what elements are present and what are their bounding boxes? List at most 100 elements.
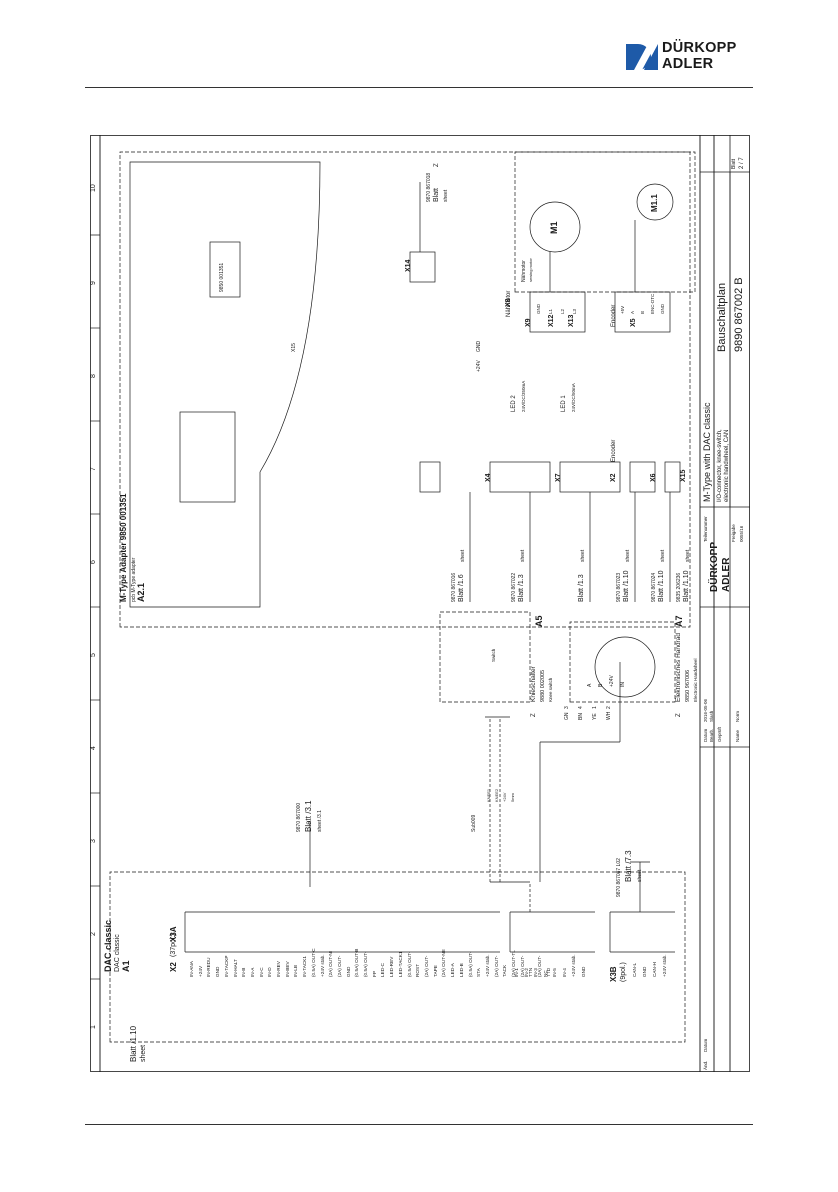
- x2-signal: (2A) OUT-TACK: [493, 955, 508, 977]
- x2-signal: GND: [215, 966, 221, 977]
- x2-signal: (0.5A) OUT-FP: [363, 951, 377, 977]
- a21-naehmotor: Nähmotor: [506, 290, 512, 317]
- a7-pin-label: A: [587, 683, 593, 687]
- cable-ref-ref: Blatt /1.3: [518, 574, 525, 602]
- a1-x3a: X3A: [169, 926, 178, 942]
- tb-subtitle3: electronic handwheel, CAN: [724, 429, 730, 502]
- tb-bearb-value: Slash: [709, 710, 714, 722]
- header-logo: DÜRKOPP ADLER: [624, 40, 784, 74]
- a21-x5-pins: +5V A B ENC-DTC GND: [618, 294, 668, 314]
- top-ref-sheet: sheet: [443, 189, 449, 202]
- x5-pin: B: [640, 310, 645, 314]
- x2-signal: IN-HALT: [232, 959, 238, 977]
- knee-pin: 5mm: [510, 793, 515, 802]
- a21-x6: X6: [650, 473, 657, 482]
- x2-signal: IN-A: [249, 967, 255, 977]
- a7-title: Elektronisches Handrad: [675, 632, 682, 702]
- a7-pin-num: 2: [606, 706, 612, 709]
- a1-tag: A1: [121, 960, 131, 972]
- x2-signal: IN-REDU: [206, 957, 212, 977]
- x2-signal: LED-C: [380, 962, 386, 977]
- tb-brand-line2: ADLER: [721, 557, 732, 592]
- tb-freigabe-value: 0055/16: [739, 525, 744, 542]
- a1-x3b-sub: (9pol.): [620, 962, 627, 982]
- x5-pin: GND: [660, 304, 665, 314]
- x3b-signal: GND: [642, 966, 647, 977]
- a21-x2: X2: [610, 473, 617, 482]
- a7-pin-label: IN: [620, 682, 626, 687]
- cable-ref-sheet: sheet: [660, 549, 666, 562]
- x2-signal: (2A) OUT-NE: [441, 949, 447, 977]
- a5-part: 9880 002005: [540, 669, 546, 702]
- x2-signal: IN-TACKP: [223, 955, 229, 977]
- schematic-lines: [90, 135, 750, 1072]
- a21-title: M-Type Adapter 9850 001351: [119, 493, 128, 603]
- a5-sub: Knee switch: [548, 677, 553, 702]
- x2-signal: (0.5A) OUT-ROST: [406, 951, 421, 977]
- grid-col-8: 8: [90, 374, 97, 378]
- x3b-signal: CAN-H: [652, 962, 657, 977]
- a7-part: 9850 967006: [685, 669, 691, 702]
- header-rule: [85, 87, 753, 88]
- a1-x3b-signal-list: CAN-L GND CAN-H +24V stab.: [630, 947, 670, 977]
- a21-led1-spec: 24V/DC/50mA: [571, 383, 576, 412]
- x3a-signal: NC: [542, 970, 548, 977]
- x9-pin: GND: [536, 304, 541, 314]
- a7-pin-num: 1: [592, 706, 598, 709]
- cable-ref-ref: Blatt /1.10: [623, 570, 630, 602]
- footer-rule: [85, 1124, 753, 1125]
- x3b-signal: +24V stab.: [662, 954, 667, 977]
- cable2-sheet: sheet: [637, 869, 643, 882]
- cable-ref-sheet: sheet: [520, 549, 526, 562]
- knee-pin-list: KNEE1 KNEE2 +24V 5mm: [485, 789, 517, 802]
- a7-pin-num: 3: [564, 706, 570, 709]
- x9-pin: L2: [560, 308, 565, 314]
- knee-pin: +24V: [502, 792, 507, 802]
- a21-x5: X5: [630, 318, 637, 327]
- tb-teile-label: Teilenummer: [703, 516, 708, 542]
- brand-line-1: DÜRKOPP: [662, 40, 737, 56]
- a1-x3b: X3B: [609, 966, 618, 982]
- grid-col-7: 7: [90, 467, 97, 471]
- a7-pin-label: B: [598, 683, 604, 687]
- knee-pin: KNEE1: [486, 788, 491, 802]
- top-ref-no: 9870 867018: [426, 172, 432, 202]
- schematic-landscape: 1 2 3 4 5 6 7 8 9 10 DAC classic DAC cla…: [90, 135, 750, 1072]
- a21-encoder: Encoder: [611, 304, 617, 327]
- a1-title: DAC classic: [103, 919, 113, 972]
- a7-pin-labels: A B +24V IN: [585, 675, 629, 687]
- x2-signal: IN-C: [258, 967, 264, 977]
- grid-col-10: 10: [90, 184, 97, 192]
- a21-led2-spec: 24V/DC/350mA: [521, 380, 526, 412]
- a1-x2: X2: [169, 962, 178, 972]
- grid-col-2: 2: [90, 932, 97, 936]
- cable-ref-sheet: sheet: [625, 549, 631, 562]
- a7-pin: BN: [578, 713, 584, 720]
- a7-sub: Electronic Handwheel: [693, 658, 698, 702]
- cable-ref-ref: Blatt /1.10: [658, 570, 665, 602]
- a21-x9-pins: GND L1 L2 L3: [533, 304, 581, 314]
- x2-signal: IN-ANA: [189, 961, 194, 977]
- x2-signal: LED-TACK1: [397, 951, 403, 977]
- x2-signal: IN-LB: [293, 965, 299, 977]
- a7-pin: WH: [606, 711, 612, 720]
- x5-pin: +5V: [620, 305, 625, 314]
- grid-col-9: 9: [90, 281, 97, 285]
- cable2-no: 9870 867087 L02: [616, 858, 622, 897]
- a21-x9: X9: [525, 318, 532, 327]
- x2-signal: IN-D: [267, 967, 273, 977]
- a21-x7: X7: [555, 473, 562, 482]
- cable-ref-ref: Blatt /1.3: [578, 574, 585, 602]
- x3a-signal: IN-5: [552, 968, 557, 977]
- cable-ref-ref: Blatt /1.6: [458, 574, 465, 602]
- x3a-signal: GND: [580, 966, 586, 977]
- tb-bearb-label: Bearb.: [709, 728, 714, 742]
- x2-signal: LED-A: [450, 963, 456, 977]
- a7-marker: Z: [676, 713, 682, 717]
- cable-ref-sheet: sheet: [685, 549, 691, 562]
- a21-tag: A2.1: [136, 582, 146, 602]
- x2-signal: LED-B: [458, 963, 464, 977]
- x2-signal: LED-REV: [389, 956, 395, 977]
- a21-led2: LED 2: [511, 395, 517, 412]
- cable-ref-no: 9870 867016: [451, 572, 457, 602]
